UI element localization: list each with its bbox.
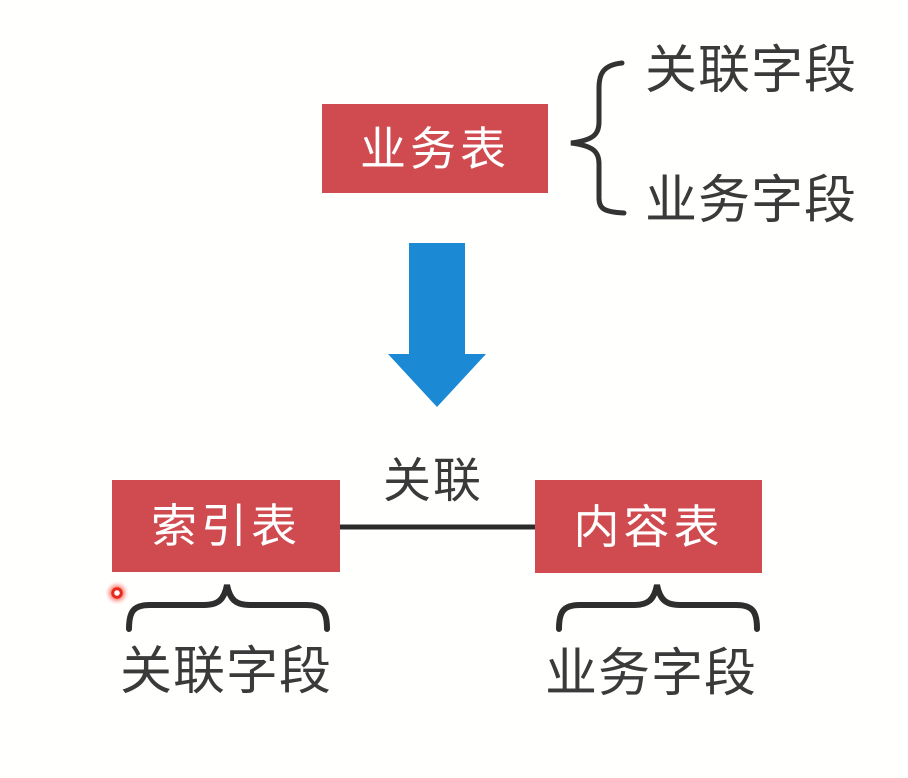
content-table-label: 内容表: [573, 500, 724, 553]
top-brace-icon: [570, 60, 627, 216]
business-table-box: 业务表: [322, 104, 548, 193]
index-table-box: 索引表: [112, 480, 340, 572]
relation-label: 关联: [382, 455, 483, 508]
content-table-box: 内容表: [535, 480, 762, 573]
index-table-label: 索引表: [151, 500, 301, 552]
top-association-field-label: 关联字段: [645, 42, 858, 100]
content-table-field-label: 业务字段: [544, 645, 757, 703]
business-table-label: 业务表: [360, 122, 510, 175]
bottom-left-brace-icon: [126, 584, 330, 632]
bottom-right-brace-icon: [556, 584, 760, 632]
down-arrow-icon: [388, 243, 486, 407]
index-table-field-label: 关联字段: [119, 643, 332, 701]
laser-pointer-dot-icon: [105, 581, 129, 605]
top-business-field-label: 业务字段: [645, 172, 858, 230]
